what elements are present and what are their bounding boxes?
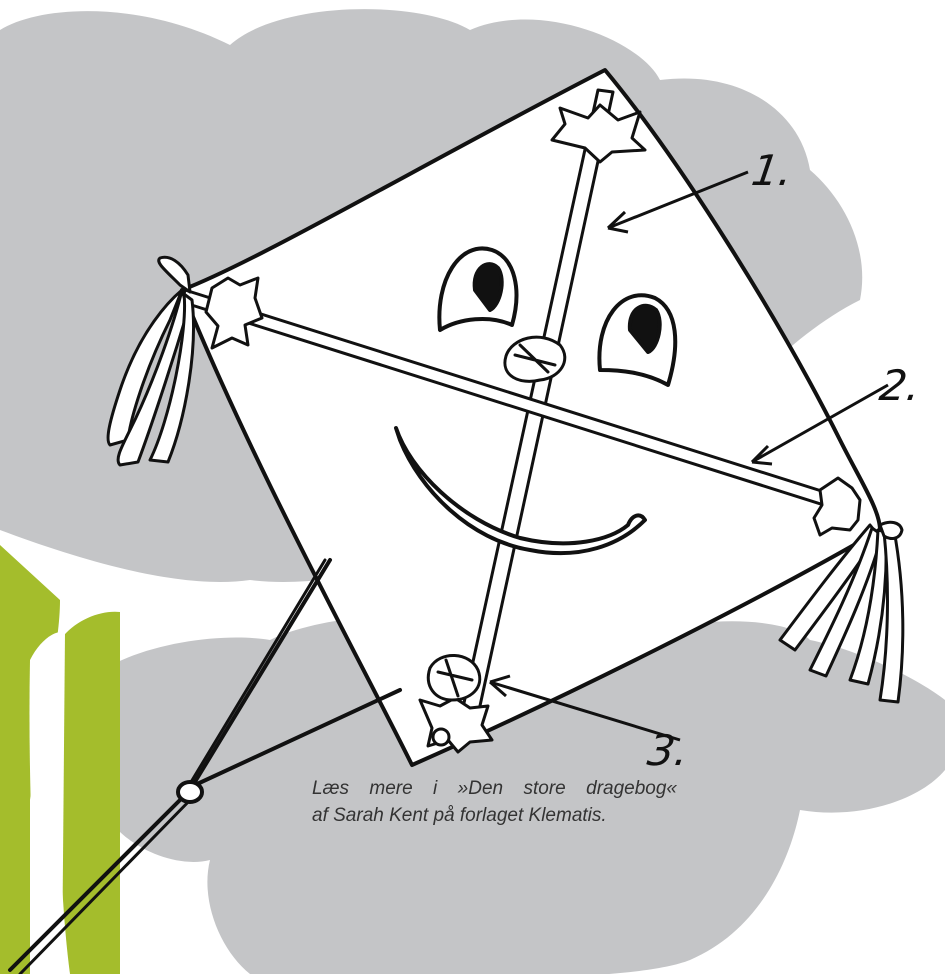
green-accent-right bbox=[58, 612, 120, 974]
label-1: 1. bbox=[749, 150, 795, 192]
cross-lashing bbox=[505, 337, 565, 381]
bottom-lashing bbox=[428, 655, 479, 700]
label-2: 2. bbox=[877, 365, 923, 407]
caption-line-2: af Sarah Kent på forlaget Klematis. bbox=[312, 802, 677, 829]
caption-line-1: Læs mere i »Den store dragebog« bbox=[312, 775, 677, 802]
caption: Læs mere i »Den store dragebog« af Sarah… bbox=[312, 775, 677, 829]
label-3: 3. bbox=[645, 730, 691, 772]
